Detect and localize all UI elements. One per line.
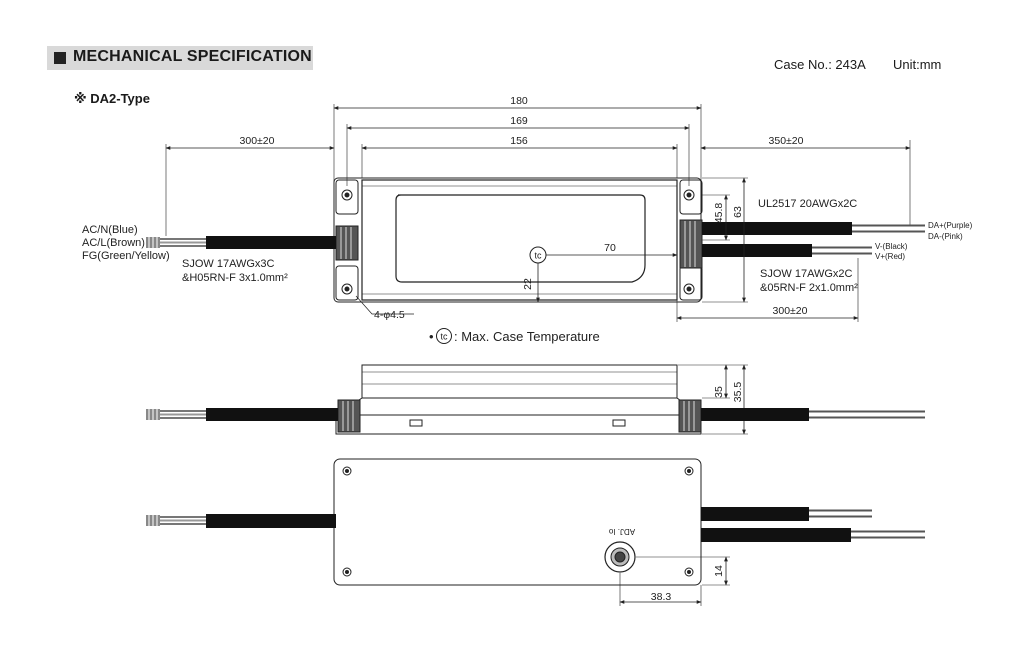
label-fg: FG(Green/Yellow) (82, 250, 170, 262)
label-ac-n: AC/N(Blue) (82, 224, 138, 236)
label-da-minus: DA-(Pink) (928, 232, 963, 241)
dim-70: 70 (604, 242, 616, 254)
body-outline-top (333, 177, 702, 303)
adj-mark: ADJ. Io (608, 527, 635, 536)
wire-labels: AC/N(Blue) AC/L(Brown) FG(Green/Yellow) … (82, 198, 973, 294)
label-ac-l: AC/L(Brown) (82, 237, 145, 249)
tc-legend-text: : Max. Case Temperature (454, 329, 600, 344)
dim-156: 156 (510, 135, 528, 147)
side-view-cables (146, 408, 925, 421)
top-dimension-labels: 180 169 156 300±20 350±20 300±20 70 22 4… (240, 95, 808, 321)
top-view-dimensions (165, 106, 911, 320)
dim-35: 35 (713, 386, 725, 398)
label-left-cable-1: SJOW 17AWGx3C (182, 258, 275, 270)
label-left-cable-2: &H05RN-F 3x1.0mm² (182, 272, 288, 284)
dim-left-cable: 300±20 (240, 135, 275, 147)
dim-22: 22 (522, 278, 534, 290)
dim-right-top-cable: 350±20 (769, 135, 804, 147)
svg-text:•: • (429, 329, 434, 344)
header-square-icon (54, 52, 66, 64)
label-ul-cable: UL2517 20AWGx2C (758, 198, 857, 210)
top-view-cables (146, 222, 925, 257)
label-v-minus: V-(Black) (875, 242, 908, 251)
tc-legend: • tc : Max. Case Temperature (429, 328, 600, 344)
svg-text:tc: tc (534, 251, 542, 261)
side-dimension-labels: 35 35.5 (713, 382, 744, 403)
dim-right-bottom-cable: 300±20 (773, 305, 808, 317)
bottom-view (333, 458, 730, 606)
dim-63: 63 (732, 206, 744, 218)
dim-38-3: 38.3 (651, 591, 672, 603)
dim-45-8: 45.8 (713, 203, 725, 224)
dim-180: 180 (510, 95, 528, 107)
label-v-plus: V+(Red) (875, 252, 905, 261)
dim-14: 14 (713, 565, 725, 577)
bottom-view-cables (146, 507, 925, 542)
bottom-dimension-labels: ADJ. Io 14 38.3 (608, 527, 725, 603)
top-view (165, 104, 911, 322)
dim-169: 169 (510, 115, 528, 127)
page-title: MECHANICAL SPECIFICATION (73, 48, 312, 65)
label-right-cable-2: &05RN-F 2x1.0mm² (760, 282, 858, 294)
type-label: ※ DA2-Type (74, 91, 150, 106)
case-number: Case No.: 243A (774, 57, 866, 72)
label-right-cable-1: SJOW 17AWGx2C (760, 268, 853, 280)
dim-holes: 4-φ4.5 (374, 309, 405, 321)
unit-label: Unit:mm (893, 57, 942, 72)
label-da-plus: DA+(Purple) (928, 221, 973, 230)
tc-symbol-top: tc (529, 246, 547, 264)
dim-35-5: 35.5 (732, 382, 744, 403)
side-view (335, 364, 748, 435)
header-bar (47, 46, 313, 70)
svg-text:tc: tc (440, 332, 448, 342)
